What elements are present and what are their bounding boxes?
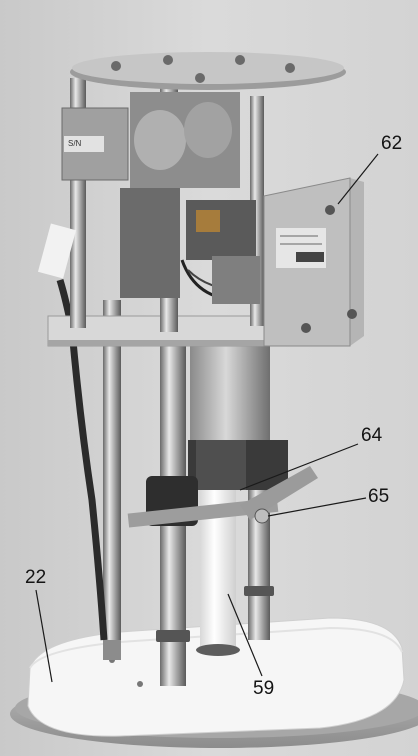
leader-59 xyxy=(227,593,263,677)
callout-62: 62 xyxy=(381,133,403,154)
leader-62 xyxy=(337,153,379,205)
screw-65 xyxy=(254,508,270,524)
bracket-64 xyxy=(240,466,318,520)
leader-22 xyxy=(35,589,53,683)
callout-59: 59 xyxy=(253,678,275,699)
rear-rod xyxy=(103,300,121,660)
leader-64 xyxy=(239,443,359,491)
callout-22: 22 xyxy=(25,567,47,588)
callout-65: 65 xyxy=(368,486,390,507)
leader-65 xyxy=(267,497,367,517)
insulation-slab xyxy=(27,617,405,737)
cable xyxy=(68,329,108,641)
upper-cylinder xyxy=(190,330,270,440)
callout-64: 64 xyxy=(361,425,383,446)
serial-plate-text: S/N xyxy=(68,139,82,148)
